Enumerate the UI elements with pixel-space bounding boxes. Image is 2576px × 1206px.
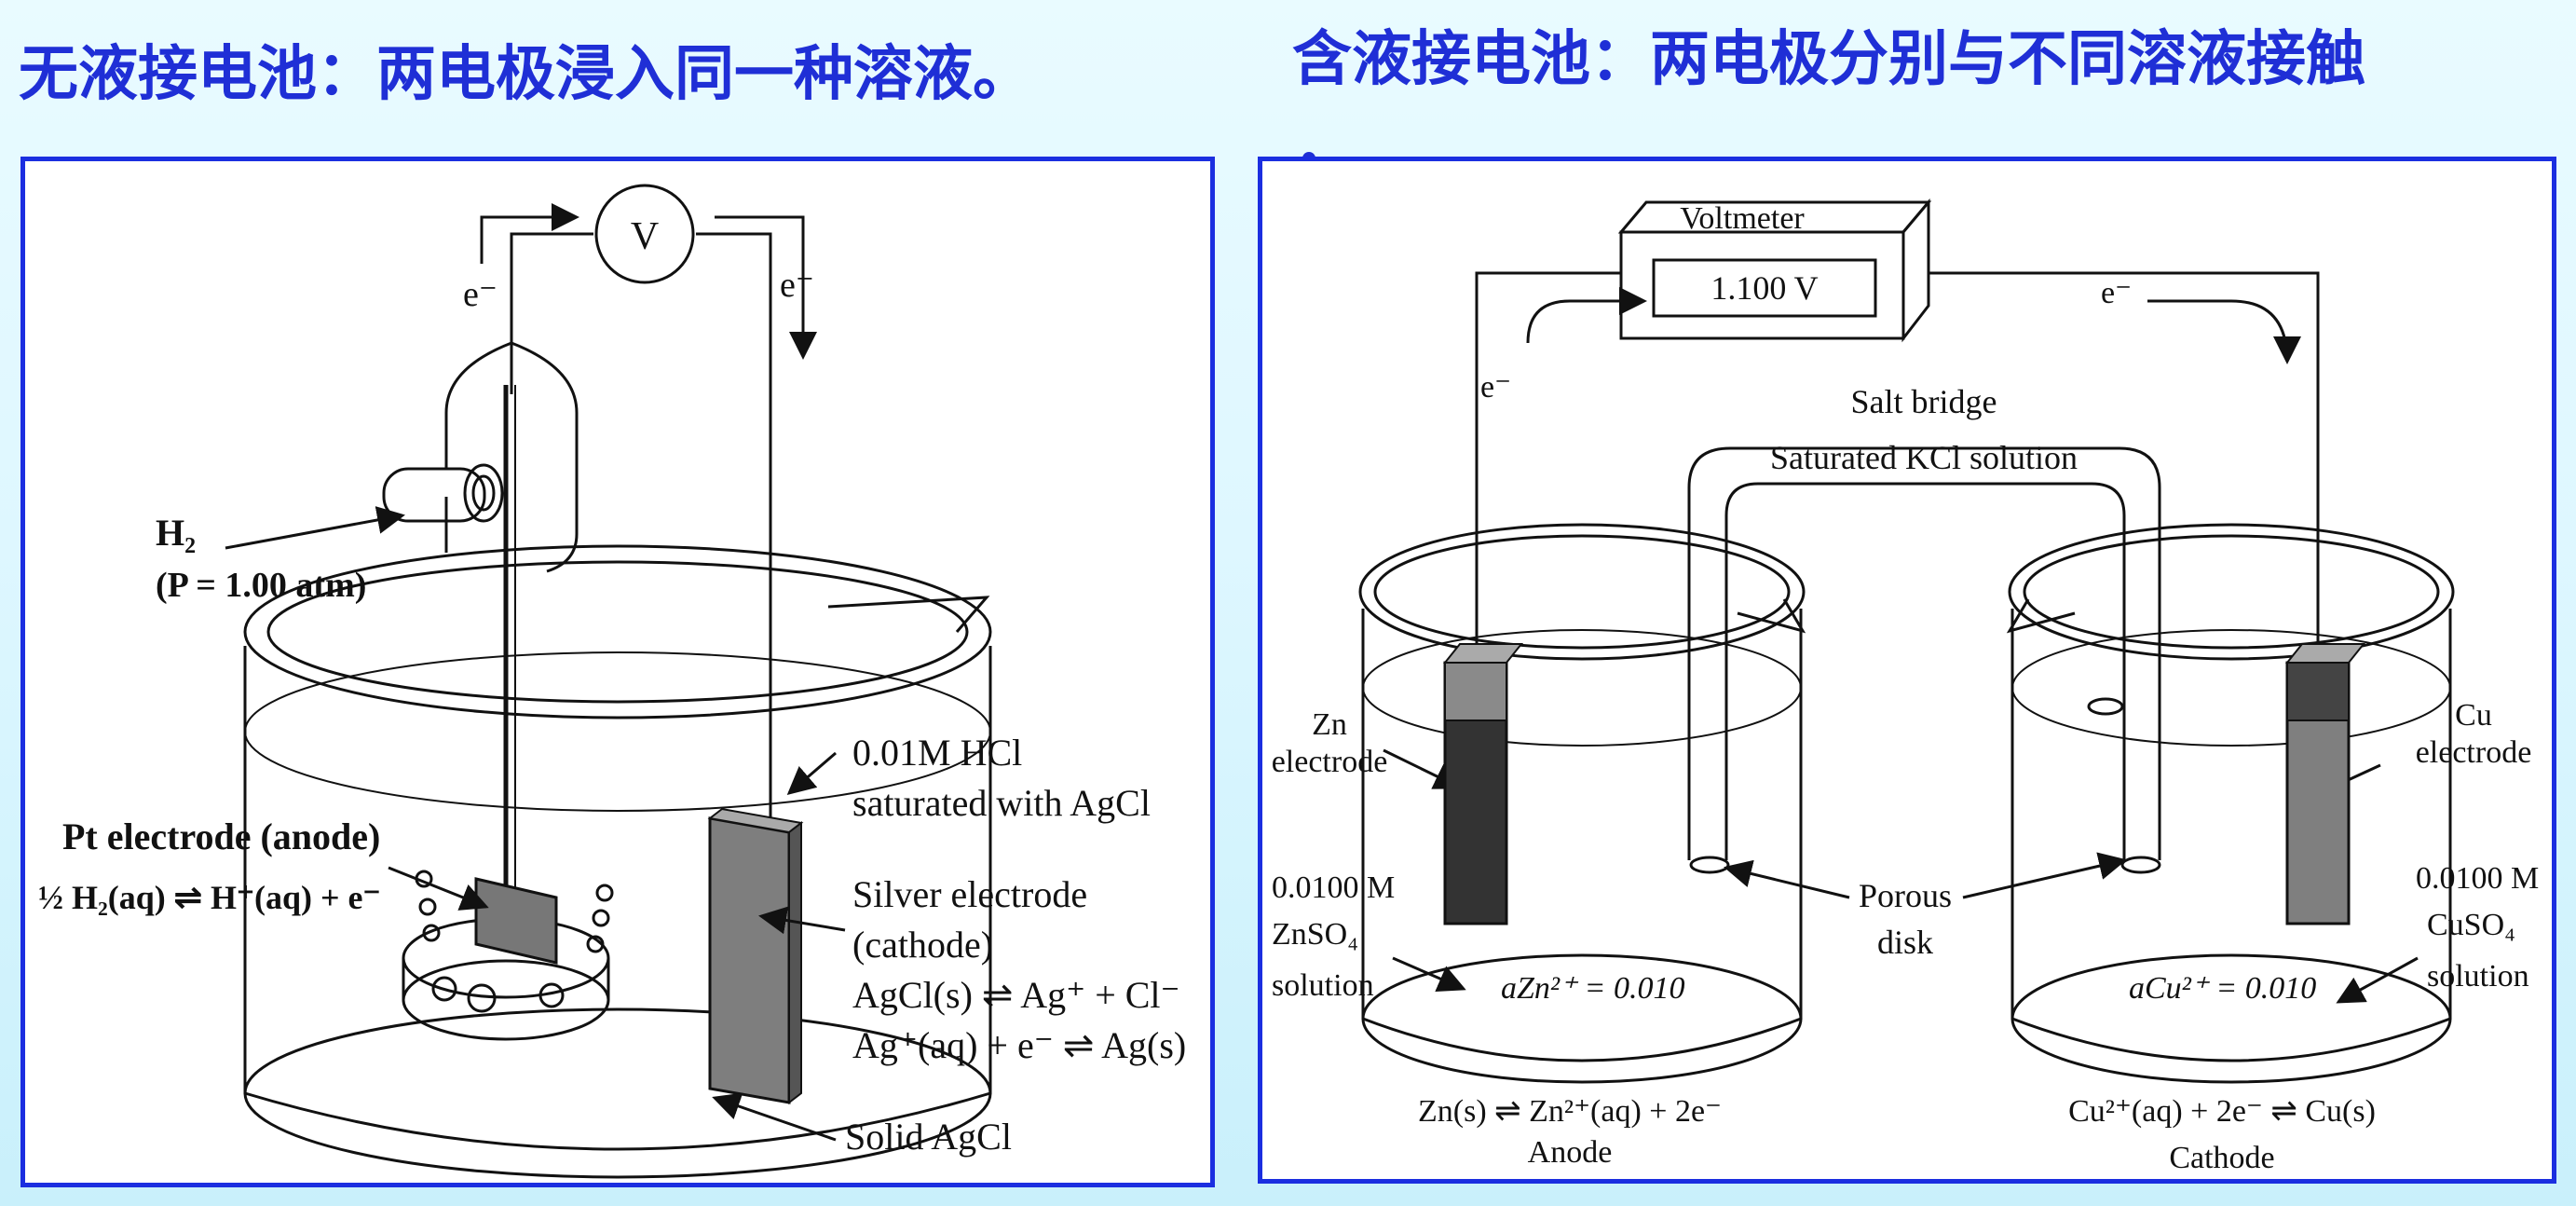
electron-label-right: e⁻ bbox=[780, 266, 814, 305]
voltmeter-symbol: V bbox=[631, 215, 659, 258]
zn-solution: solution bbox=[1272, 968, 1374, 1003]
reaction-1: AgCl(s) ⇌ Ag⁺ + Cl⁻ bbox=[852, 974, 1180, 1016]
electron-label-left: e⁻ bbox=[463, 275, 497, 314]
cell-without-junction-figure: V e⁻ e⁻ H₂ (P = 1.00 atm) 0.01M HCl satu… bbox=[20, 157, 1215, 1187]
cathode-label: Cathode bbox=[2169, 1141, 2274, 1175]
voltmeter-icon bbox=[594, 184, 695, 284]
right-title: 含液接电池：两电极分别与不同溶液接触 bbox=[1292, 25, 2365, 94]
cu-salt: CuSO₄ bbox=[2427, 908, 2515, 942]
cu-concentration: 0.0100 M bbox=[2416, 861, 2539, 896]
zn-salt: ZnSO₄ bbox=[1272, 917, 1358, 952]
zn-concentration: 0.0100 M bbox=[1272, 870, 1395, 905]
cathode-reaction: Cu²⁺(aq) + 2e⁻ ⇌ Cu(s) bbox=[2068, 1094, 2376, 1129]
zn-activity: aZn²⁺ = 0.010 bbox=[1501, 971, 1685, 1006]
cu-electrode-label-2: electrode bbox=[2416, 735, 2532, 770]
electron-label-left: e⁻ bbox=[1480, 370, 1511, 404]
cu-electrode-label-1: Cu bbox=[2455, 698, 2492, 733]
wire-left bbox=[510, 232, 593, 394]
zn-electrode-label-1: Zn bbox=[1312, 707, 1347, 742]
porous-label-1: Porous bbox=[1859, 877, 1952, 914]
voltmeter-icon bbox=[1617, 198, 1932, 343]
h2-label: H₂ bbox=[156, 512, 196, 554]
right-diagram: Voltmeter 1.100 V e⁻ e⁻ Salt bridge Satu… bbox=[1272, 198, 2539, 1175]
left-diagram: V e⁻ e⁻ H₂ (P = 1.00 atm) 0.01M HCl satu… bbox=[38, 184, 1186, 1179]
voltmeter-reading: 1.100 V bbox=[1711, 269, 1818, 307]
wire-right bbox=[696, 232, 772, 972]
silver-electrode-label: Silver electrode bbox=[852, 873, 1087, 915]
solution-label-2: saturated with AgCl bbox=[852, 782, 1151, 824]
left-title: 无液接电池：两电极浸入同一种溶液。 bbox=[19, 40, 1032, 109]
cu-solution: solution bbox=[2427, 959, 2529, 994]
pt-electrode-label: Pt electrode (anode) bbox=[62, 815, 380, 857]
solution-label-1: 0.01M HCl bbox=[852, 732, 1022, 774]
electron-label-right: e⁻ bbox=[2101, 276, 2132, 310]
zn-electrode-label-2: electrode bbox=[1272, 745, 1388, 779]
voltmeter-label: Voltmeter bbox=[1680, 201, 1805, 236]
cell-with-junction-figure: Voltmeter 1.100 V e⁻ e⁻ Salt bridge Satu… bbox=[1258, 157, 2556, 1184]
cu-activity: aCu²⁺ = 0.010 bbox=[2129, 971, 2316, 1006]
kcl-label: Saturated KCl solution bbox=[1770, 439, 2078, 476]
anode-reaction: Zn(s) ⇌ Zn²⁺(aq) + 2e⁻ bbox=[1418, 1094, 1722, 1129]
cathode-label: (cathode) bbox=[852, 924, 993, 966]
pressure-label: (P = 1.00 atm) bbox=[156, 566, 366, 605]
salt-bridge-label: Salt bridge bbox=[1851, 383, 1997, 420]
anode-label: Anode bbox=[1528, 1135, 1613, 1170]
porous-label-2: disk bbox=[1877, 924, 1933, 961]
solid-agcl-label: Solid AgCl bbox=[845, 1116, 1012, 1158]
pt-reaction: ½ H₂(aq) ⇌ H⁺(aq) + e⁻ bbox=[38, 879, 380, 916]
reaction-2: Ag⁺(aq) + e⁻ ⇌ Ag(s) bbox=[852, 1024, 1186, 1066]
